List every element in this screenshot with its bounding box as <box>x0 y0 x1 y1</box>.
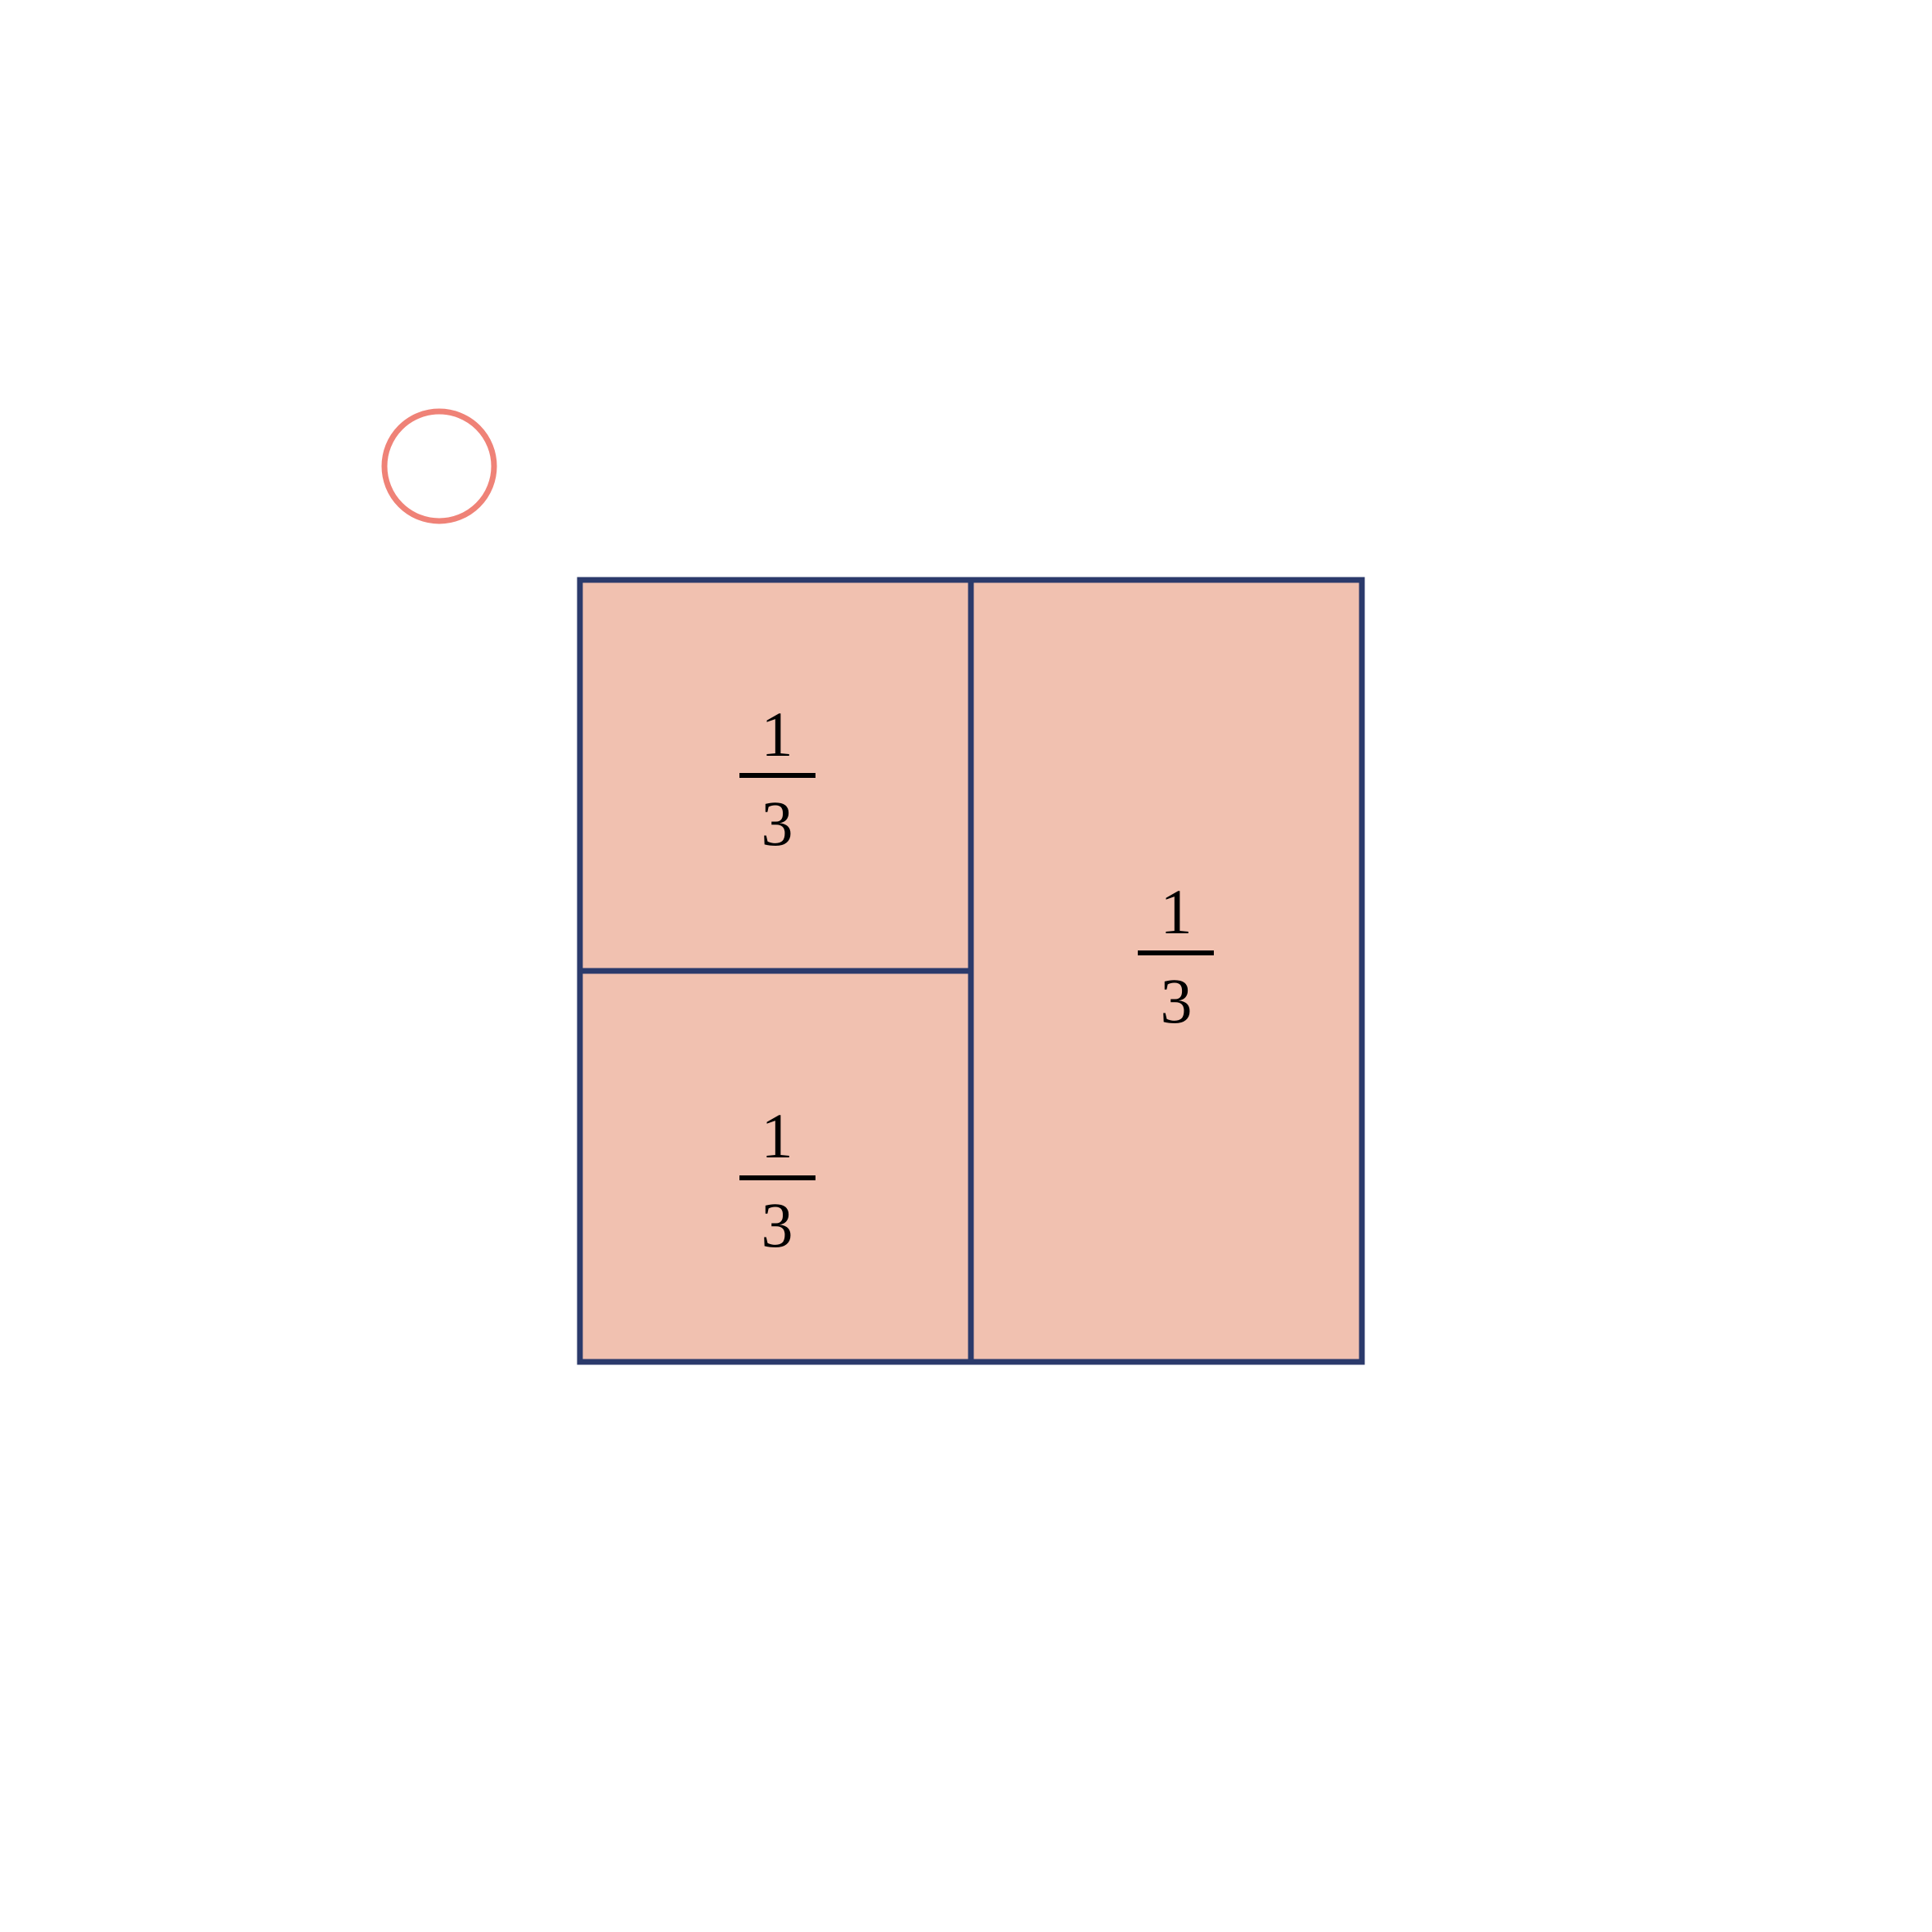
fraction-denominator: 3 <box>762 1189 793 1260</box>
fraction-denominator: 3 <box>762 788 793 859</box>
cell-rect <box>577 968 974 1365</box>
fraction-numerator: 1 <box>762 699 793 770</box>
grid-cell-top-left[interactable]: 1 3 <box>577 577 974 974</box>
circle-outline-icon[interactable] <box>381 408 497 524</box>
grid-cell-bottom-left[interactable]: 1 3 <box>577 968 974 1365</box>
fraction-numerator: 1 <box>1161 876 1193 947</box>
cell-rect <box>968 577 1365 1365</box>
grid-cell-right[interactable]: 1 3 <box>968 577 1365 1365</box>
fraction-numerator: 1 <box>762 1100 793 1171</box>
fraction-denominator: 3 <box>1161 965 1193 1036</box>
